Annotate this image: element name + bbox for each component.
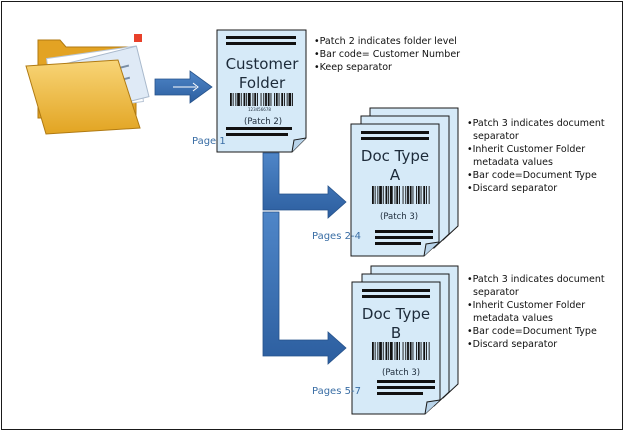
page1-label: Page 1 xyxy=(192,136,226,147)
page1-note: Keep separator xyxy=(314,61,474,74)
doc-type-a-patch-label: (Patch 3) xyxy=(380,212,419,222)
doc-type-a-title-line2: A xyxy=(389,166,401,184)
doc-type-a-note: Patch 3 indicates document separator xyxy=(467,117,615,143)
doc-type-b-note: Discard separator xyxy=(467,338,615,351)
customer-folder-title-line2: Folder xyxy=(238,74,286,92)
doc-type-a-note: Inherit Customer Folder metadata values xyxy=(467,143,615,169)
customer-folder-title-line1: Customer xyxy=(225,55,299,73)
arrow-to-doc-type-b xyxy=(262,211,347,365)
folder-icon xyxy=(25,34,150,135)
doc-type-a-title-line1: Doc Type xyxy=(360,147,430,165)
doc-type-a-title: Doc Type A xyxy=(356,147,434,185)
doc-type-a-pages xyxy=(350,107,459,257)
doc-type-b-patch-label: (Patch 3) xyxy=(382,368,421,378)
page1-patch-label: (Patch 2) xyxy=(244,117,283,127)
doc-type-a-note: Bar code=Document Type xyxy=(467,169,615,182)
doc-type-b-title: Doc Type B xyxy=(357,305,435,343)
customer-folder-title: Customer Folder xyxy=(223,55,301,93)
page1-notes: Patch 2 indicates folder level Bar code=… xyxy=(314,35,474,74)
barcode-icon xyxy=(372,186,430,204)
doc-type-a-pages-label: Pages 2-4 xyxy=(312,231,361,242)
doc-type-a-note: Discard separator xyxy=(467,182,615,195)
barcode-number: 123456678 xyxy=(248,107,271,112)
doc-type-b-pages-label: Pages 5-7 xyxy=(312,386,361,397)
doc-type-b-note: Patch 3 indicates document separator xyxy=(467,273,615,299)
doc-type-b-note: Bar code=Document Type xyxy=(467,325,615,338)
customer-folder-page xyxy=(216,29,307,153)
doc-type-b-title-line1: Doc Type xyxy=(361,305,431,323)
doc-type-b-pages xyxy=(351,265,459,415)
arrow-to-doc-type-a xyxy=(262,152,347,219)
page1-note: Bar code= Customer Number xyxy=(314,48,474,61)
doc-type-b-notes: Patch 3 indicates document separator Inh… xyxy=(467,273,615,351)
doc-type-b-title-line2: B xyxy=(390,324,402,342)
barcode-icon xyxy=(372,342,430,360)
page1-note: Patch 2 indicates folder level xyxy=(314,35,474,48)
doc-type-a-notes: Patch 3 indicates document separator Inh… xyxy=(467,117,615,195)
barcode-icon xyxy=(230,93,293,106)
doc-type-b-note: Inherit Customer Folder metadata values xyxy=(467,299,615,325)
